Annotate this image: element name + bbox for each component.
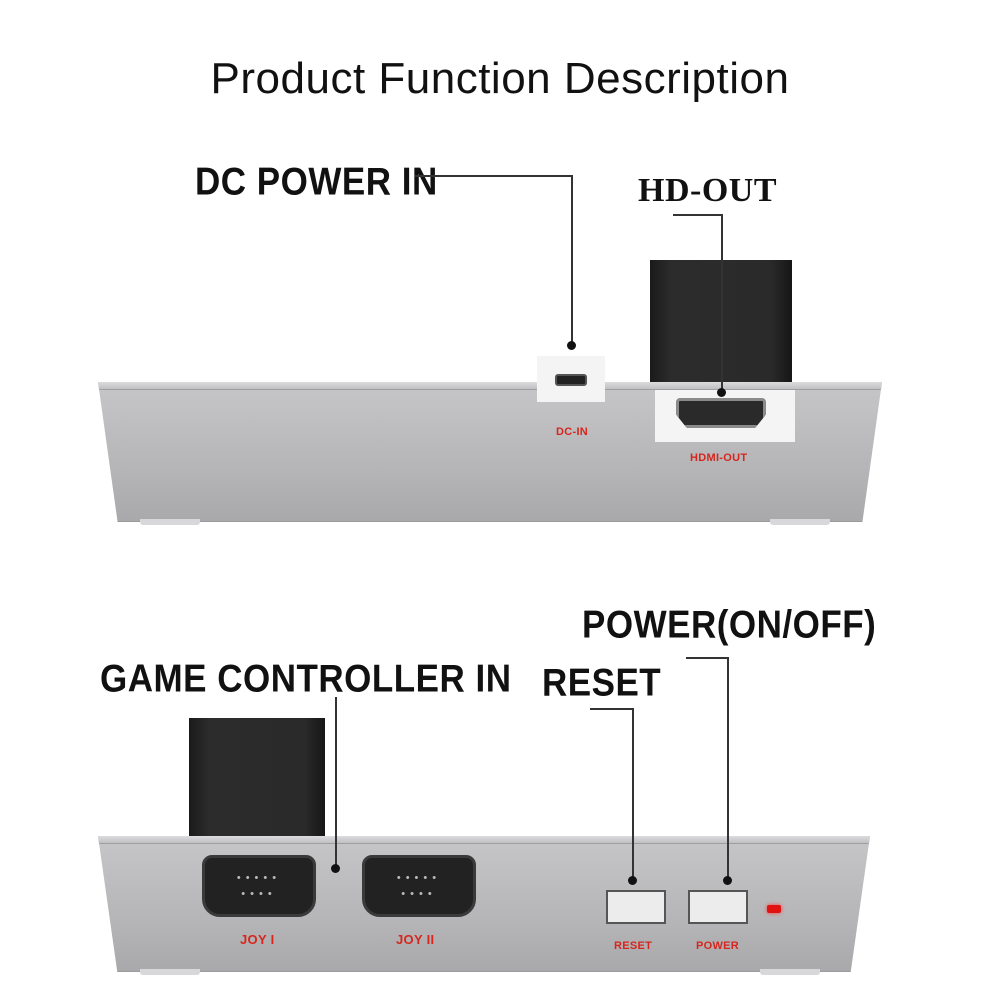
console-front-foot-right	[760, 969, 820, 975]
reset-leader-h	[590, 708, 634, 710]
console-front-foot-left	[140, 969, 200, 975]
dc-power-in-callout: DC POWER IN	[195, 160, 438, 204]
dc-power-leader-h	[415, 175, 572, 177]
joy1-pins-top: •••••	[236, 872, 282, 884]
controller-leader-dot	[331, 864, 340, 873]
power-on-off-callout: POWER(ON/OFF)	[582, 603, 877, 647]
power-leader-h	[686, 657, 729, 659]
controller-cable-plug	[189, 718, 325, 840]
power-led-indicator	[767, 905, 781, 913]
reset-leader-v	[632, 708, 634, 880]
power-button-label: POWER	[696, 940, 740, 952]
hd-out-leader-dot	[717, 388, 726, 397]
page-title: Product Function Description	[210, 54, 790, 103]
hdmi-out-label: HDMI-OUT	[690, 452, 748, 464]
dc-in-label: DC-IN	[556, 426, 589, 438]
power-button[interactable]	[688, 890, 748, 924]
dc-in-port	[555, 374, 587, 386]
joy2-pins-bottom: ••••	[401, 888, 437, 900]
hd-out-leader-v	[721, 214, 723, 392]
joy1-pins-bottom: ••••	[241, 888, 277, 900]
game-controller-in-callout: GAME CONTROLLER IN	[100, 657, 512, 701]
power-leader-v	[727, 657, 729, 879]
controller-leader-v	[335, 697, 337, 867]
joy2-port: ••••• ••••	[362, 855, 476, 917]
hd-out-callout: HD-OUT	[638, 172, 777, 209]
joy1-port: ••••• ••••	[202, 855, 316, 917]
hdmi-port	[676, 398, 766, 428]
dc-power-leader-dot	[567, 341, 576, 350]
power-leader-dot	[723, 876, 732, 885]
joy1-label: JOY I	[240, 932, 275, 947]
reset-leader-dot	[628, 876, 637, 885]
reset-callout: RESET	[542, 661, 662, 705]
console-top-lip	[98, 382, 882, 390]
joy2-pins-top: •••••	[396, 872, 442, 884]
joy2-label: JOY II	[396, 932, 435, 947]
console-foot-left	[140, 519, 200, 525]
reset-button[interactable]	[606, 890, 666, 924]
reset-button-label: RESET	[614, 940, 653, 952]
dc-power-leader-v	[571, 175, 573, 345]
console-front-top-lip	[98, 836, 870, 844]
hd-out-leader-h	[673, 214, 723, 216]
console-foot-right	[770, 519, 830, 525]
